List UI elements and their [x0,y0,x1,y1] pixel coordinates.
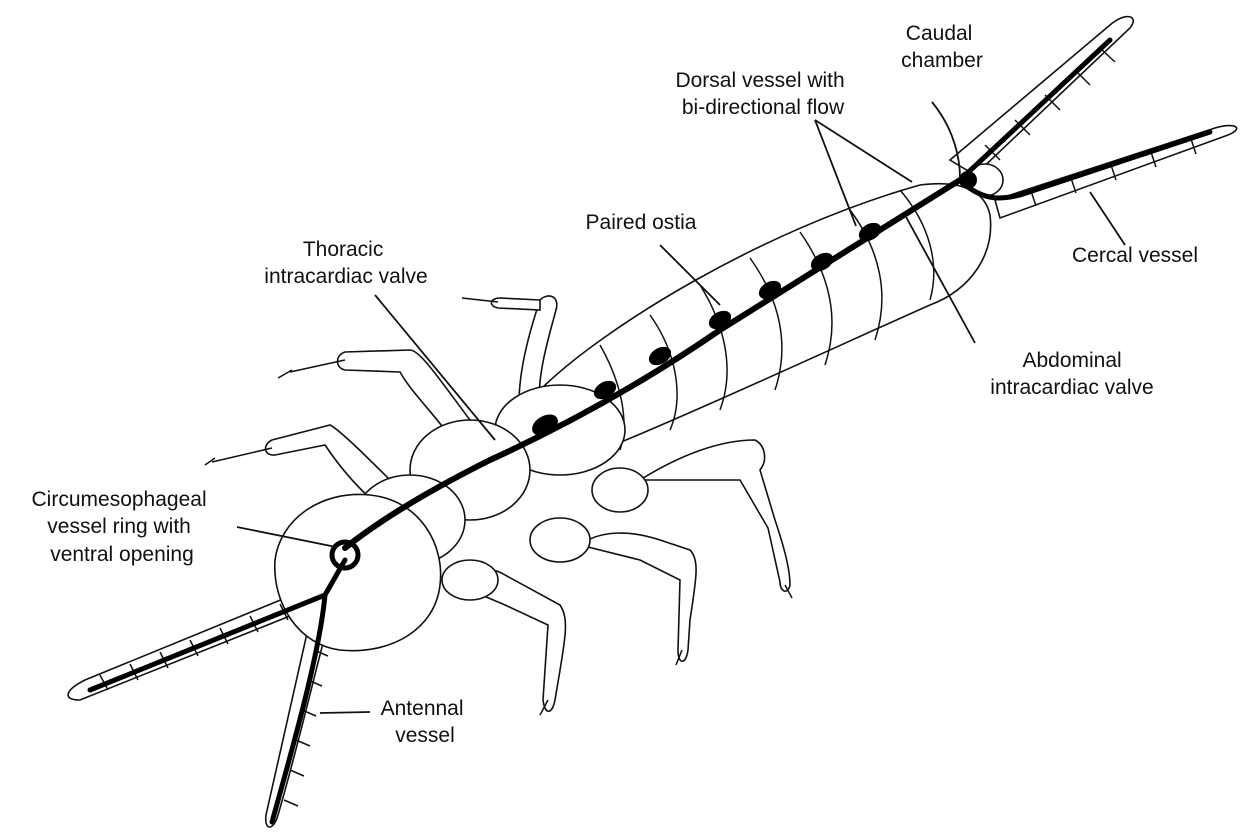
label-antennal-vessel: Antennal vessel [381,697,470,747]
label-paired-ostia: Paired ostia [586,211,697,234]
antennae [68,592,330,827]
label-circumesophageal: Circumesophageal vessel ring with ventra… [32,488,213,566]
label-dorsal-vessel: Dorsal vessel with bi-directional flow [675,69,850,119]
dorsal-vessel [90,40,1210,822]
label-caudal-chamber: Caudal chamber [901,22,983,72]
label-thoracic-valve: Thoracic intracardiac valve [264,238,427,288]
label-abdominal-valve: Abdominal intracardiac valve [990,349,1153,399]
label-cercal-vessel: Cercal vessel [1072,244,1198,267]
body [275,164,1003,651]
